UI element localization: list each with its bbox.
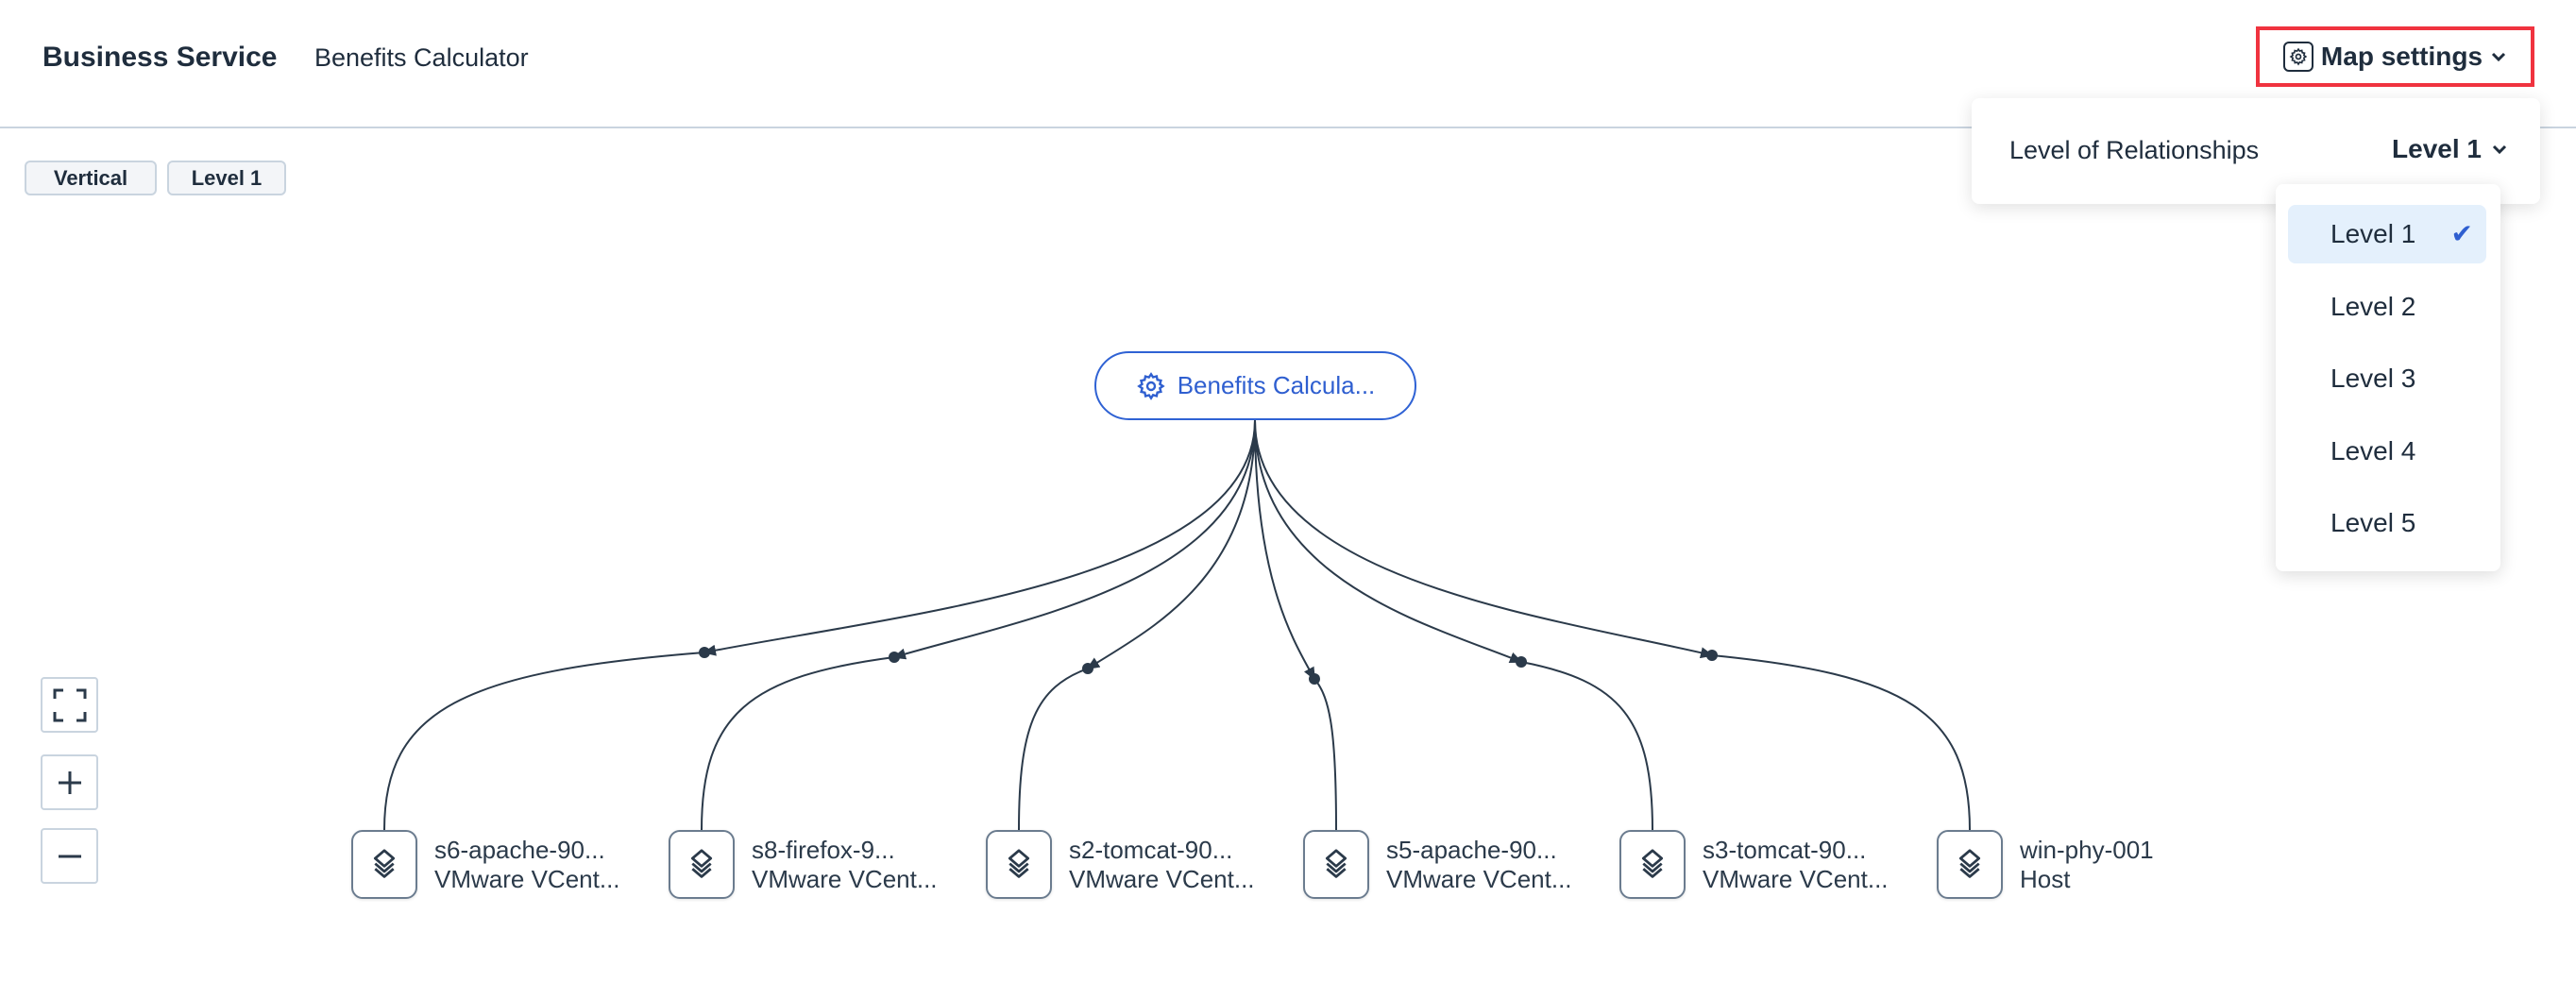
child-node[interactable]: s3-tomcat-90... VMware VCent... <box>1619 830 1889 899</box>
child-node-text: s5-apache-90... VMware VCent... <box>1386 836 1572 894</box>
child-node-type: VMware VCent... <box>1386 864 1572 893</box>
gear-icon <box>1136 371 1165 400</box>
page-title: Business Service <box>42 42 278 73</box>
child-node-name: s8-firefox-9... <box>752 835 895 864</box>
level-option[interactable]: Level 3 <box>2288 349 2486 408</box>
level-dropdown: Level 1 ✔ Level 2 Level 3 Level 4 Level 5 <box>2276 184 2500 571</box>
page-subtitle: Benefits Calculator <box>314 43 529 72</box>
fit-screen-icon <box>53 688 86 721</box>
root-node[interactable]: Benefits Calcula... <box>1094 351 1416 420</box>
child-node-name: s5-apache-90... <box>1386 835 1557 864</box>
level-option-label: Level 4 <box>2330 435 2416 466</box>
edge-midpoint-dot <box>1309 673 1320 685</box>
layers-icon <box>1619 830 1686 899</box>
edge-midpoint-dot <box>699 647 710 658</box>
edge-upper <box>703 419 1256 656</box>
zoom-out-button[interactable] <box>41 828 98 884</box>
child-node[interactable]: s2-tomcat-90... VMware VCent... <box>986 830 1255 899</box>
child-node-text: s2-tomcat-90... VMware VCent... <box>1069 836 1255 894</box>
layers-icon <box>1303 830 1369 899</box>
page-header: Business Service Benefits Calculator <box>0 0 2576 128</box>
edge-midpoint-dot <box>1082 663 1093 674</box>
child-node-text: s6-apache-90... VMware VCent... <box>434 836 620 894</box>
root-node-label: Benefits Calcula... <box>1177 371 1376 399</box>
layers-icon <box>351 830 417 899</box>
child-node-type: VMware VCent... <box>434 864 620 893</box>
child-node-type: VMware VCent... <box>1069 864 1255 893</box>
level-option[interactable]: Level 1 ✔ <box>2288 205 2486 263</box>
child-node-type: VMware VCent... <box>1703 864 1889 893</box>
level-option[interactable]: Level 4 <box>2288 422 2486 481</box>
level-select[interactable]: Level 1 <box>2392 134 2508 164</box>
zoom-in-button[interactable] <box>41 754 98 810</box>
edge-midpoint-dot <box>889 652 900 663</box>
edge-lower <box>383 652 705 831</box>
checkmark-icon: ✔ <box>2450 219 2473 248</box>
edge-lower <box>1711 654 1971 831</box>
edge-upper <box>1086 419 1256 670</box>
edge-upper <box>1254 419 1714 659</box>
level-option[interactable]: Level 2 <box>2288 278 2486 336</box>
child-node-name: s2-tomcat-90... <box>1069 835 1233 864</box>
edge-upper <box>892 419 1256 660</box>
level-option-label: Level 3 <box>2330 364 2416 393</box>
child-node-name: s6-apache-90... <box>434 835 605 864</box>
map-settings-button[interactable]: Map settings <box>2256 26 2534 87</box>
level-option-label: Level 1 <box>2330 219 2416 248</box>
chevron-down-icon <box>2492 144 2507 155</box>
child-node-text: s8-firefox-9... VMware VCent... <box>752 836 938 894</box>
level-option-label: Level 2 <box>2330 291 2416 321</box>
edge-lower <box>1520 661 1653 831</box>
edge-lower <box>1018 668 1089 831</box>
edge-upper <box>1254 419 1315 681</box>
layout-chip[interactable]: Vertical <box>25 161 157 195</box>
child-node-name: s3-tomcat-90... <box>1703 835 1867 864</box>
level-of-relationships-label: Level of Relationships <box>2009 136 2260 164</box>
minus-icon <box>58 855 81 857</box>
child-node-text: s3-tomcat-90... VMware VCent... <box>1703 836 1889 894</box>
chevron-down-icon <box>2492 52 2506 62</box>
child-node[interactable]: win-phy-001 Host <box>1937 830 2154 899</box>
edge-lower <box>1313 678 1337 831</box>
map-settings-label: Map settings <box>2320 42 2483 71</box>
child-node[interactable]: s5-apache-90... VMware VCent... <box>1303 830 1572 899</box>
layers-icon <box>986 830 1052 899</box>
child-node-name: win-phy-001 <box>2020 835 2154 864</box>
edge-midpoint-dot <box>1516 656 1527 668</box>
level-option-label: Level 5 <box>2330 508 2416 537</box>
level-chip[interactable]: Level 1 <box>167 161 286 195</box>
layers-icon <box>669 830 735 899</box>
fit-screen-button[interactable] <box>41 677 98 733</box>
child-node-type: VMware VCent... <box>752 864 938 893</box>
edge-midpoint-dot <box>1706 650 1718 661</box>
child-node-type: Host <box>2020 864 2071 893</box>
child-node[interactable]: s6-apache-90... VMware VCent... <box>351 830 620 899</box>
layers-icon <box>1937 830 2003 899</box>
level-option[interactable]: Level 5 <box>2288 494 2486 552</box>
child-node[interactable]: s8-firefox-9... VMware VCent... <box>669 830 938 899</box>
level-select-value: Level 1 <box>2392 134 2482 163</box>
child-node-text: win-phy-001 Host <box>2020 836 2154 894</box>
plus-icon <box>58 770 81 794</box>
edge-lower <box>701 656 895 831</box>
gear-icon <box>2282 42 2313 72</box>
edge-upper <box>1254 419 1523 664</box>
